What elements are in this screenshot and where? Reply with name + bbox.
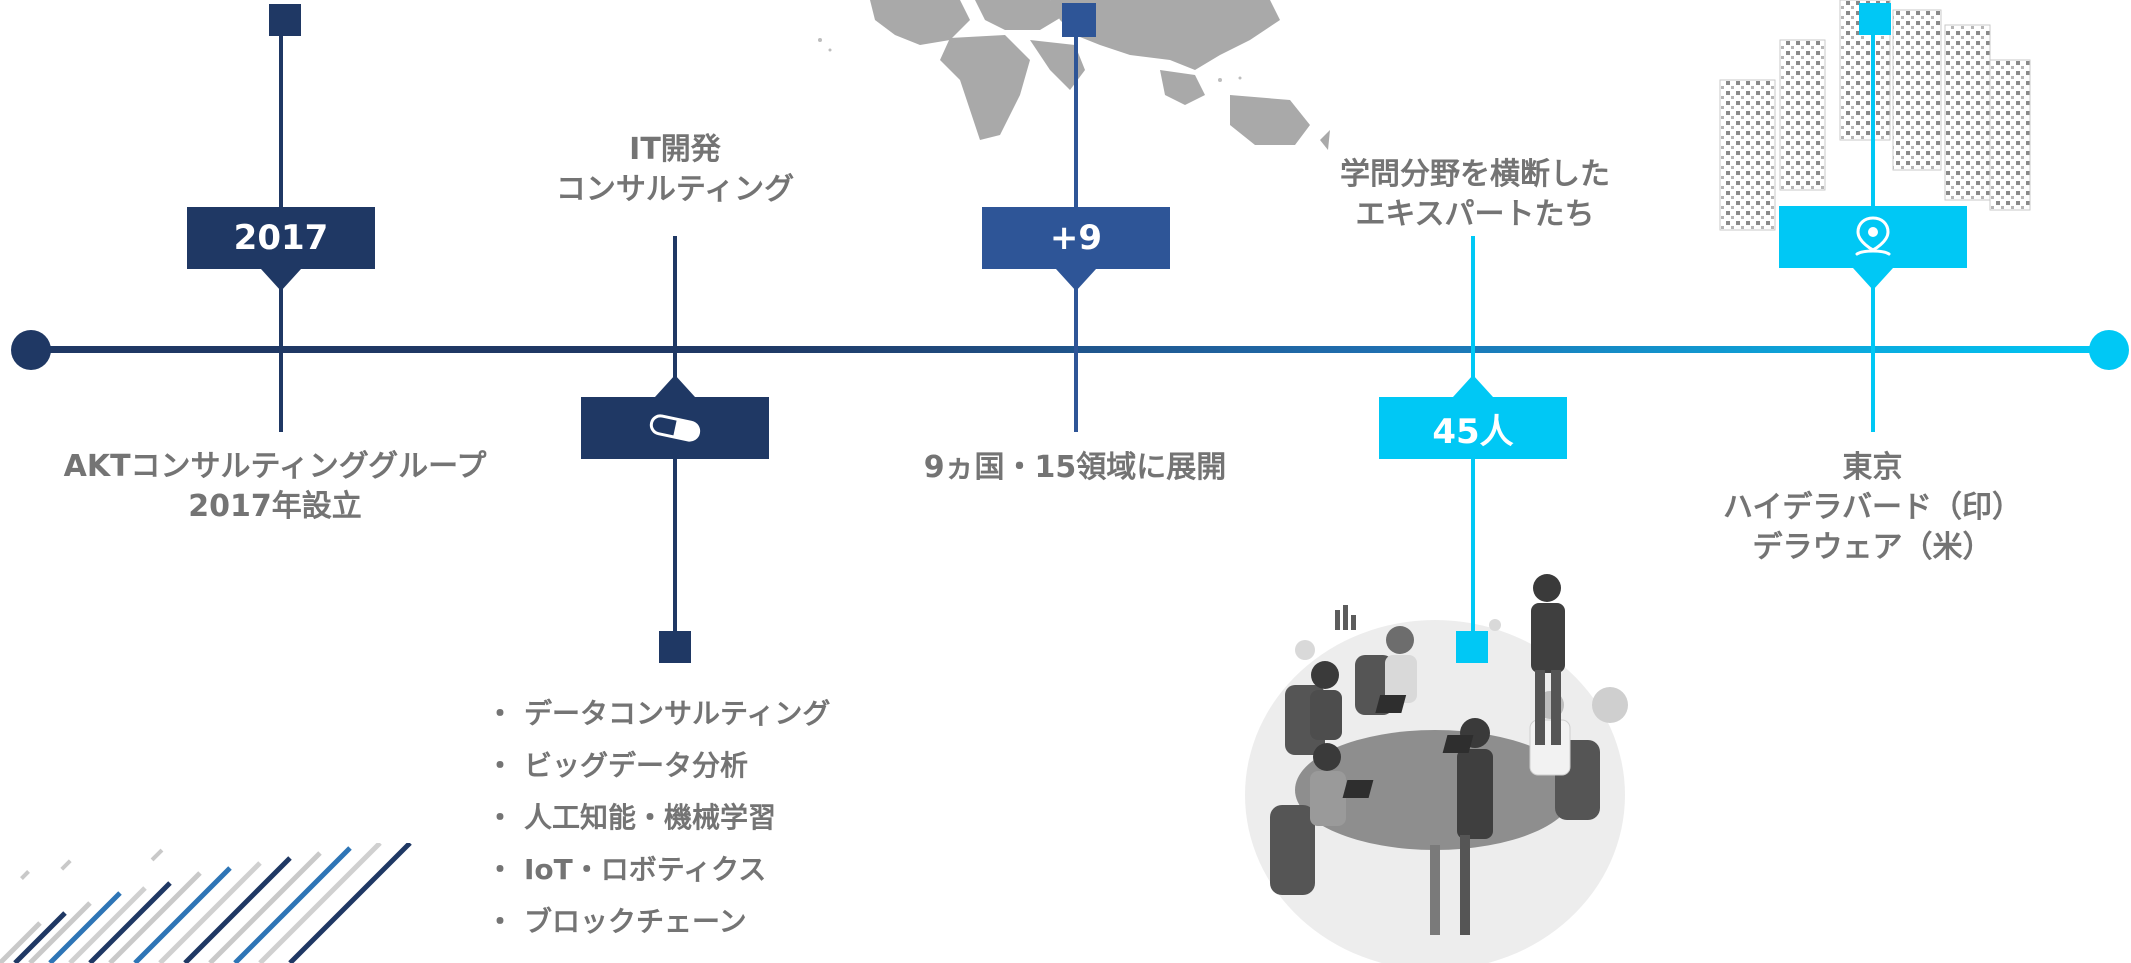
milestone-1-caption-line: AKTコンサルティンググループ [63,449,487,484]
milestone-4-caption: 学問分野を横断した エキスパートたち [1310,155,1640,235]
timeline-line [30,346,2106,353]
milestone-5-caption-line: デラウェア（米） [1752,530,1993,565]
milestone-2-service-list: ・データコンサルティング ・ビッグデータ分析 ・人工知能・機械学習 ・IoT・ロ… [486,688,830,948]
milestone-3-caption: 9ヵ国・15領域に展開 [880,448,1270,488]
timeline-track [11,330,2129,370]
meeting-illustration [1245,574,1628,963]
pill-icon [649,414,701,442]
milestone-5-badge [1779,206,1967,290]
timeline-end-dot [2089,330,2129,370]
milestone-4-badge-label: 45人 [1432,411,1514,452]
milestone-5-caption-line: ハイデラバード（印） [1722,490,2023,525]
milestone-3-badge: +9 [982,207,1170,291]
milestone-1-badge: 2017 [187,207,375,291]
location-pin-icon [1855,216,1891,256]
milestone-1-square-marker [269,4,301,36]
milestone-2-caption-line: コンサルティング [555,172,795,207]
milestone-3-badge-label: +9 [1049,218,1103,258]
milestone-3-caption-line: 9ヵ国・15領域に展開 [923,450,1227,485]
milestone-4-caption-line: 学問分野を横断した [1340,157,1610,192]
timeline-start-dot [11,330,51,370]
milestone-3-square-marker [1062,3,1096,37]
list-item: ・IoT・ロボティクス [486,853,767,886]
milestone-5-caption-line: 東京 [1842,450,1903,485]
milestone-2-caption-line: IT開発 [629,132,721,167]
list-item: ・ビッグデータ分析 [486,749,749,782]
milestone-1-badge-label: 2017 [233,218,329,258]
milestone-2-badge [581,375,769,459]
list-item: ・ブロックチェーン [486,905,747,938]
milestone-5-square-marker [1859,3,1891,35]
milestone-4-square-marker [1456,631,1488,663]
list-item: ・データコンサルティング [486,697,831,730]
milestone-2-square-marker [659,631,691,663]
milestone-1-caption: AKTコンサルティンググループ 2017年設立 [40,447,510,527]
list-item: ・人工知能・機械学習 [486,801,777,834]
milestone-4-caption-line: エキスパートたち [1355,197,1595,232]
city-skyline-illustration [1719,0,2031,231]
world-map-illustration [818,0,1330,150]
diagonal-stripes-decoration [0,843,412,963]
milestone-2-caption: IT開発 コンサルティング [500,130,850,210]
milestone-5-caption: 東京 ハイデラバード（印） デラウェア（米） [1700,448,2045,568]
milestone-4-badge: 45人 [1379,375,1567,459]
milestone-1-caption-line: 2017年設立 [188,489,362,524]
